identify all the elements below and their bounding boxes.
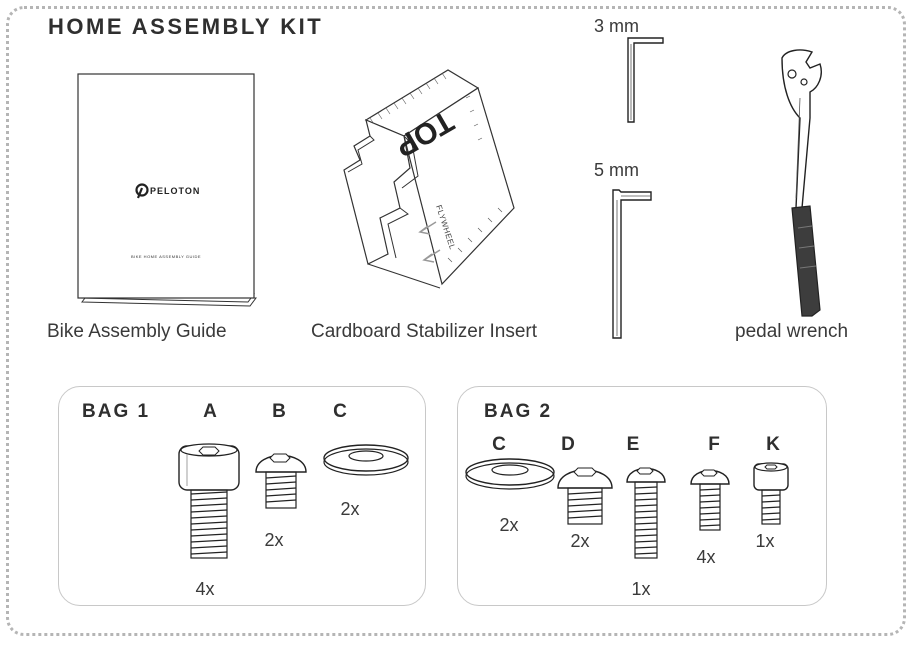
bag-2-part-e-letter: E: [626, 434, 640, 455]
guide-brand-text: PELOTON: [150, 186, 200, 196]
kit-frame: [6, 6, 906, 636]
bolt-f: [690, 469, 730, 531]
bag-1-part-b-letter: B: [272, 401, 286, 422]
guide-caption: Bike Assembly Guide: [47, 321, 227, 342]
washer-c-bag-2: [465, 458, 555, 490]
bag-2-title: BAG 2: [484, 401, 553, 422]
bag-2-part-f-qty: 4x: [696, 547, 716, 567]
bag-1-part-c-letter: C: [333, 401, 347, 422]
bag-2-part-c-letter: C: [492, 434, 506, 455]
hex-key-3mm: [627, 37, 664, 123]
washer-c-bag-1: [323, 444, 409, 476]
bag-2-part-c-qty: 2x: [499, 515, 519, 535]
bag-1-panel: [58, 386, 426, 606]
hex-key-5mm: [612, 189, 652, 339]
pedal-wrench: [781, 49, 822, 317]
guide-subtitle-text: BIKE HOME ASSEMBLY GUIDE: [131, 254, 201, 259]
bag-2-part-e-qty: 1x: [631, 579, 651, 599]
bag-2-part-f-letter: F: [708, 434, 720, 455]
bag-2-part-d-qty: 2x: [570, 531, 590, 551]
bolt-e: [626, 467, 666, 559]
bag-1-part-b-qty: 2x: [264, 530, 284, 550]
bag-2-part-d-letter: D: [561, 434, 575, 455]
bag-1-part-a-qty: 4x: [195, 579, 215, 599]
cardboard-insert: TOP FLYWHEEL: [343, 69, 515, 289]
bag-1-part-a-letter: A: [203, 401, 217, 422]
bag-2-part-k-qty: 1x: [755, 531, 775, 551]
assembly-guide-booklet: PELOTON BIKE HOME ASSEMBLY GUIDE: [77, 73, 257, 307]
bolt-b: [255, 453, 307, 509]
bag-1-part-c-qty: 2x: [340, 499, 360, 519]
insert-caption: Cardboard Stabilizer Insert: [311, 321, 537, 342]
page-title: HOME ASSEMBLY KIT: [48, 14, 324, 39]
wrench-caption: pedal wrench: [735, 321, 849, 342]
bolt-a: [178, 443, 240, 559]
bag-2-part-k-letter: K: [766, 434, 780, 455]
hex-key-5mm-label: 5 mm: [594, 160, 639, 180]
bolt-k: [753, 462, 789, 525]
bolt-d: [557, 467, 613, 525]
hex-key-3mm-label: 3 mm: [594, 16, 639, 36]
bag-1-title: BAG 1: [82, 401, 151, 422]
